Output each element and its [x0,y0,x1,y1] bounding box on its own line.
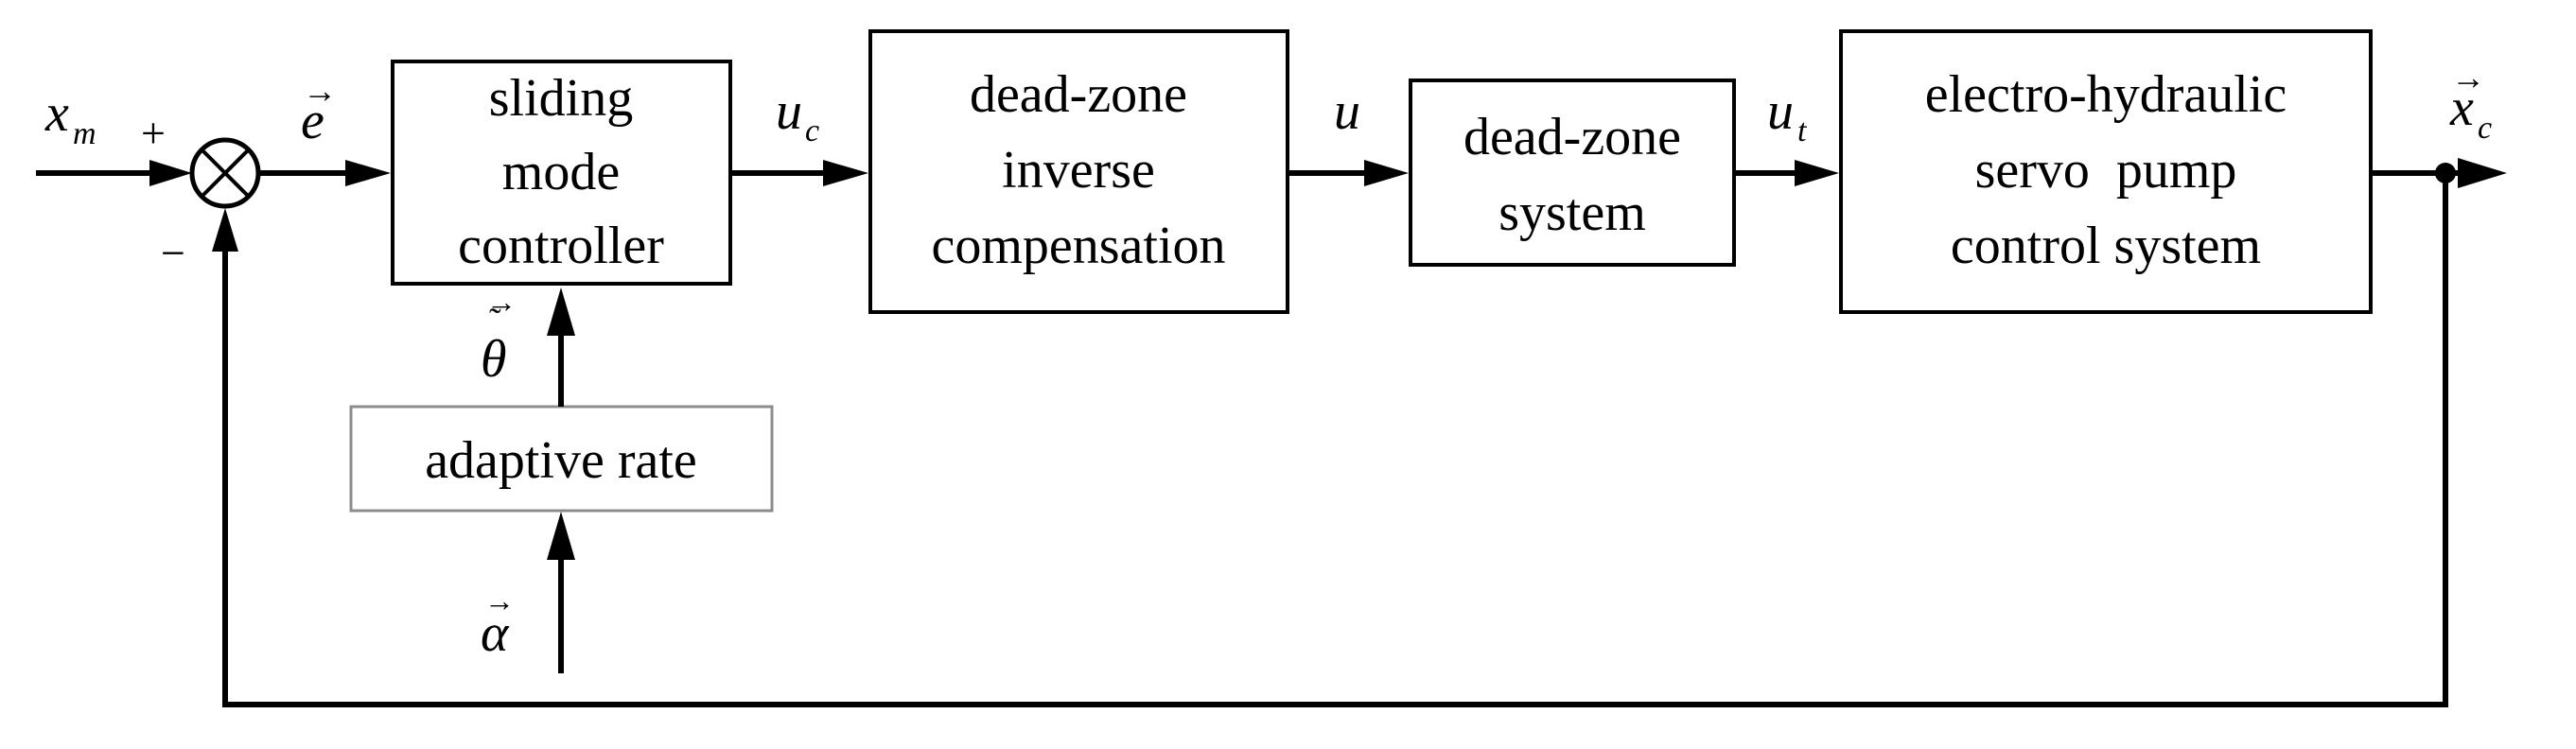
adaptive-rate-block: adaptive rate [349,405,774,513]
e-vector-arrow-icon: → [303,72,337,110]
signal-label-xc: x c → [2449,59,2492,146]
smc-label-line-1: sliding [489,69,633,128]
arrow-xm-to-sum [36,160,192,186]
inverse-label-line-3: compensation [931,217,1225,275]
dead-zone-inverse-compensation-block: dead-zone inverse compensation [868,29,1289,314]
e-base: e [301,92,324,150]
deadzone-label-line-1: dead-zone [1463,108,1681,166]
alpha-vector-arrow-icon: → [484,584,515,618]
ut-subscript: t [1797,113,1808,148]
plus-sign: + [141,109,166,157]
signal-label-ut: u t [1767,82,1808,148]
feedback-junction-dot [2435,163,2456,183]
theta-hat-icon: ˜ [489,302,501,341]
xm-subscript: m [73,116,96,151]
sliding-mode-controller-block: sliding mode controller [391,60,732,286]
uc-subscript: c [805,113,819,148]
u-base: u [1334,82,1360,141]
plant-label-line-2: servo pump [1975,141,2237,200]
theta-vector-arrow-icon: → [486,285,517,319]
arrow-e-to-smc [258,160,391,186]
arrow-adaptive-to-smc [547,287,575,407]
xc-subscript: c [2478,111,2492,146]
plant-label-line-3: control system [1951,217,2261,275]
plant-label-line-1: electro-hydraulic [1925,65,2287,124]
ut-base: u [1767,82,1794,141]
arrow-uc-to-inverse [730,160,868,186]
inverse-label-line-1: dead-zone [970,65,1187,124]
signal-label-alpha: α → [481,584,515,663]
signal-label-xm: x m [44,84,96,151]
xm-base: x [44,84,69,143]
xc-base: x [2449,78,2474,137]
theta-base: θ [481,330,507,389]
arrow-alpha-to-adaptive [547,512,575,673]
feedback-path [212,163,2456,707]
electro-hydraulic-plant-block: electro-hydraulic servo pump control sys… [1839,29,2373,314]
smc-label-line-3: controller [458,217,664,275]
minus-sign: − [161,229,185,277]
inverse-label-line-2: inverse [1002,141,1155,200]
signal-label-e: e → [301,72,337,150]
deadzone-label-line-2: system [1498,183,1646,242]
alpha-base: α [481,604,510,663]
arrow-ut-to-plant [1734,160,1839,186]
arrow-u-to-deadzone [1288,160,1409,186]
smc-label-line-2: mode [502,143,620,201]
uc-base: u [776,82,802,141]
xc-bar-arrow-icon: → [2451,59,2485,96]
adaptive-label: adaptive rate [425,431,697,490]
signal-label-u: u [1334,82,1360,141]
signal-label-theta-hat: θ ˜ → [481,285,517,389]
summing-junction: + − [141,109,261,277]
dead-zone-system-block: dead-zone system [1409,78,1736,267]
signal-label-uc: u c [776,82,819,148]
